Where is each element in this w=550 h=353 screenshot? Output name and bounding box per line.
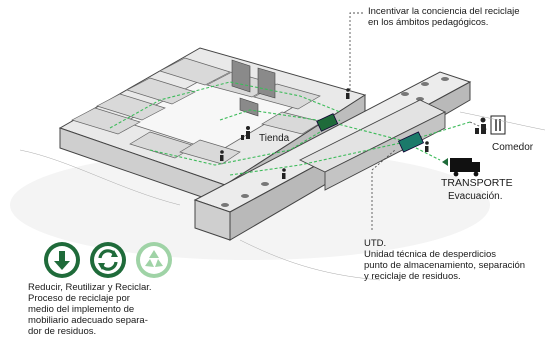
landscape-lines (19, 111, 546, 281)
reuse-icon-badge (90, 242, 126, 278)
truck-icon (442, 158, 480, 177)
comedor-label: Comedor (492, 142, 534, 153)
comedor-icon-group (475, 115, 506, 135)
person-bin-icon (220, 88, 429, 179)
utd-container-2 (397, 131, 425, 153)
corridor-wing (193, 71, 472, 241)
incentivar-annotation: Incentivar la conciencia del reciclaje e… (368, 6, 520, 28)
transporte-label: TRANSPORTE (441, 177, 513, 189)
reduce-icon-badge (44, 242, 80, 278)
tienda-label: Tienda (259, 133, 290, 144)
recycle-icon-badge (136, 242, 172, 278)
utd-annotation: UTD. Unidad técnica de desperdicios punt… (364, 238, 526, 282)
reducir-annotation: Reducir, Reutilizar y Reciclar. Proceso … (28, 282, 152, 337)
evacuacion-label: Evacuación. (448, 191, 503, 202)
utd-container-1 (316, 113, 339, 132)
